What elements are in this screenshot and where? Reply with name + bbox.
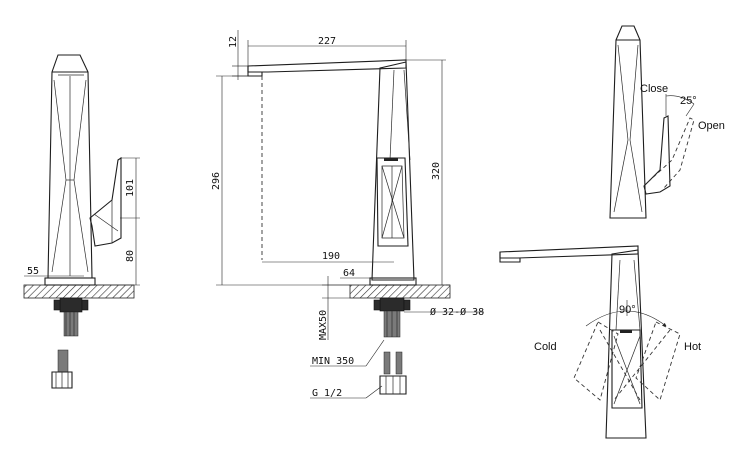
front-countertop (349, 284, 451, 299)
dim-296: 296 (211, 172, 222, 190)
label-cold: Cold (534, 341, 557, 353)
op-body-outline (609, 25, 647, 219)
dim-80: 80 (125, 250, 136, 262)
dim-max50: MAX50 (318, 310, 329, 340)
label-hot: Hot (684, 341, 701, 353)
front-view: 227 12 296 320 190 64 MAX50 Ø 32-Ø 38 MI… (211, 30, 484, 399)
label-close: Close (640, 83, 668, 95)
op-lever-open (647, 117, 695, 189)
dim-64: 64 (343, 268, 355, 279)
dim-101: 101 (125, 179, 136, 197)
front-body-outline (371, 61, 415, 281)
lever-operation-view: Close 25° Open (609, 25, 725, 219)
rot-lever-hot (635, 321, 681, 401)
side-view: 55 101 80 (23, 54, 140, 389)
rot-lever-cold (573, 321, 619, 401)
dim-diameter: Ø 32-Ø 38 (430, 306, 484, 318)
rotation-view: 90° Cold Hot (499, 245, 701, 439)
dim-12: 12 (228, 36, 239, 48)
dim-55: 55 (27, 266, 39, 277)
op-lever-closed (643, 115, 671, 195)
dim-190: 190 (322, 251, 340, 262)
dim-min350: MIN 350 (312, 356, 354, 367)
side-lever (89, 156, 122, 247)
rot-spout (499, 245, 639, 259)
dim-320: 320 (431, 162, 442, 180)
label-open: Open (698, 120, 725, 132)
dim-thread: G 1/2 (312, 388, 342, 399)
front-spout (247, 59, 407, 73)
dim-227: 227 (318, 36, 336, 47)
label-angle25: 25° (680, 95, 697, 107)
label-angle90: 90° (619, 304, 636, 316)
rot-body-outline (605, 249, 647, 439)
side-countertop (23, 284, 135, 299)
